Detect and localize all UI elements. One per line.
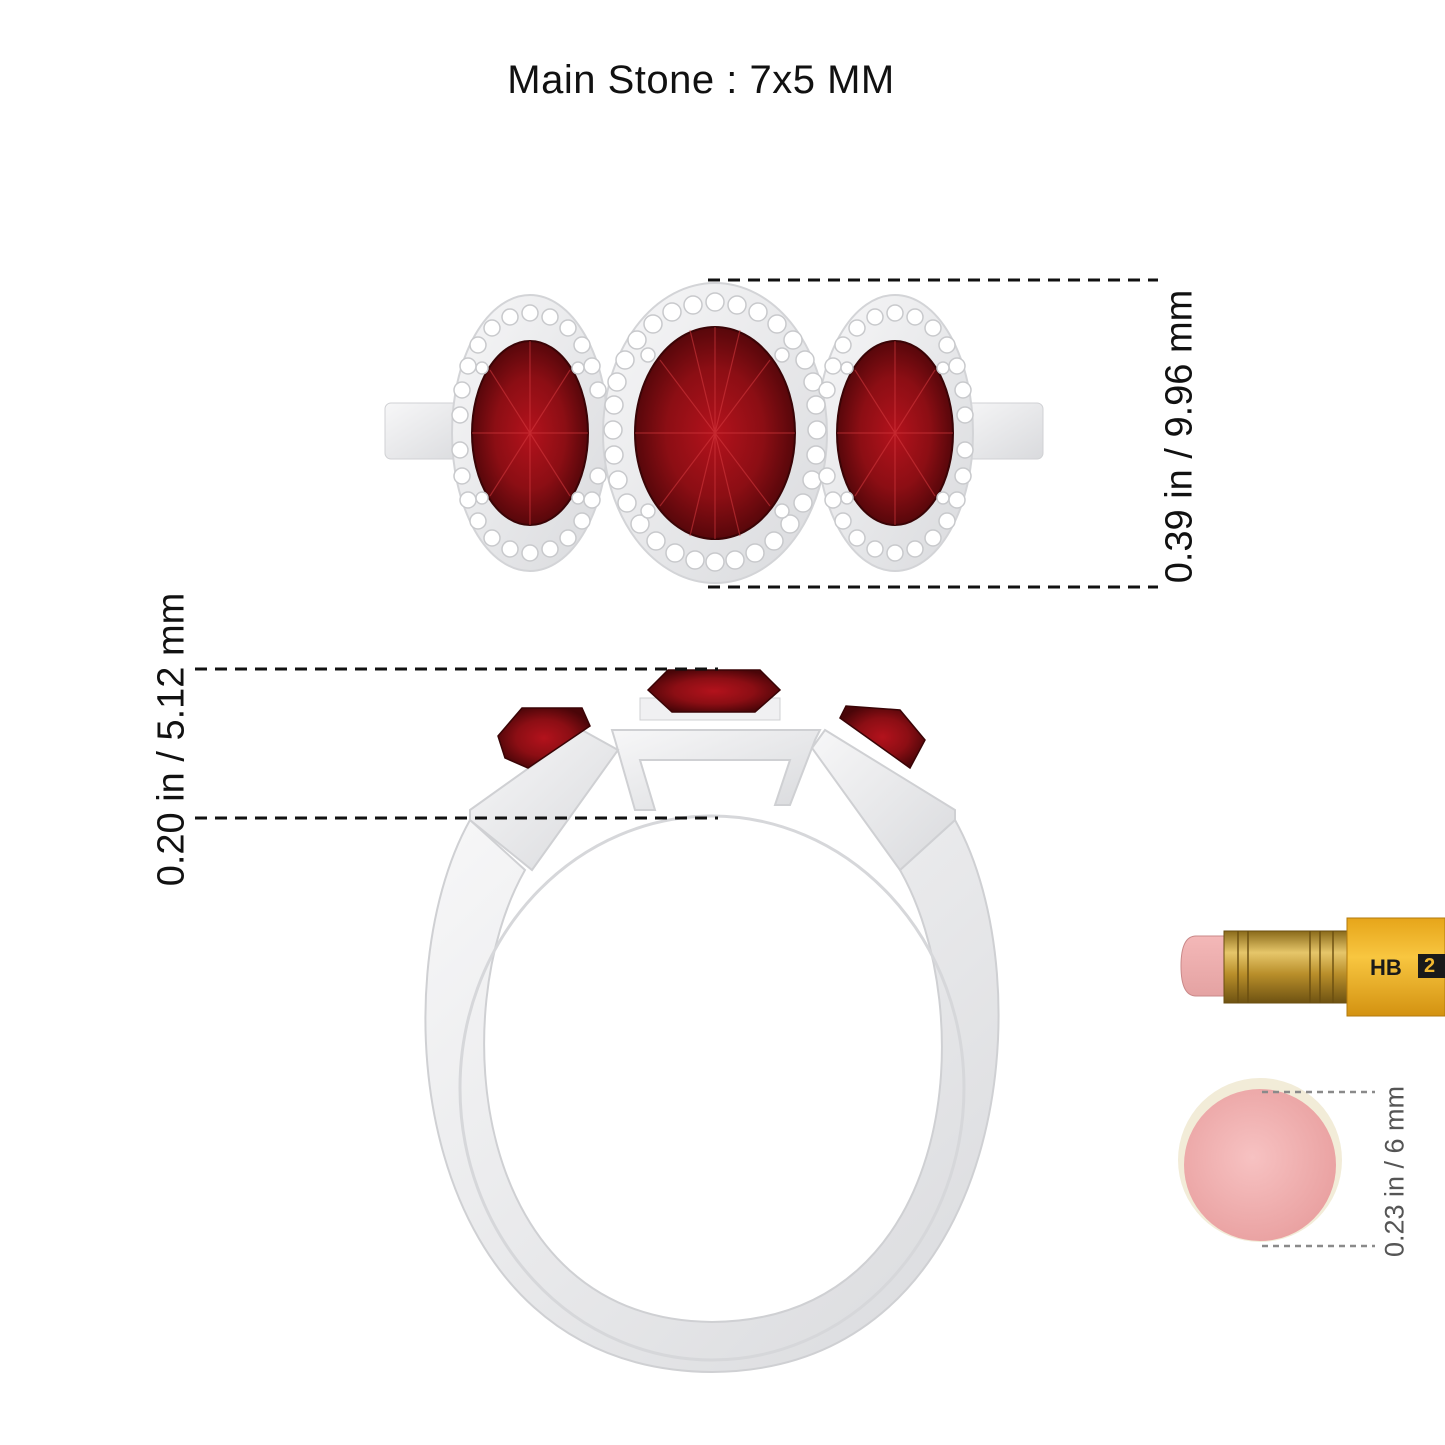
pencil bbox=[1180, 917, 1445, 1017]
eraser-face bbox=[1184, 1089, 1336, 1241]
side-height-label: 0.20 in / 5.12 mm bbox=[150, 592, 193, 887]
ring-band bbox=[424, 818, 1000, 1374]
center-gallery bbox=[610, 729, 822, 811]
ring-top-view bbox=[384, 282, 1044, 584]
halo-diamonds bbox=[451, 292, 974, 572]
pencil-eraser bbox=[1180, 935, 1227, 997]
top-dimension-lines bbox=[708, 278, 1158, 589]
eraser-diameter-label: 0.23 in / 6 mm bbox=[1379, 1085, 1410, 1258]
prongs bbox=[475, 347, 950, 519]
eraser-dimension-lines bbox=[1262, 1090, 1375, 1248]
eraser-top-view bbox=[1178, 1078, 1342, 1242]
top-height-label: 0.39 in / 9.96 mm bbox=[1158, 289, 1201, 584]
side-dimension-lines bbox=[195, 667, 718, 820]
main-stone-title: Main Stone : 7x5 MM bbox=[507, 58, 895, 102]
left-stone-side bbox=[497, 707, 591, 769]
garnet-facets bbox=[472, 327, 953, 539]
pencil-number-box bbox=[1418, 954, 1445, 978]
ring-band-inner bbox=[458, 814, 966, 1362]
pencil-grade-label: HB bbox=[1370, 955, 1402, 980]
right-gallery bbox=[810, 728, 956, 872]
ring-side-view bbox=[424, 669, 1000, 1374]
right-stone-side bbox=[839, 705, 926, 770]
pencil-number-label: 2 bbox=[1424, 955, 1436, 977]
pencil-ferrule bbox=[1223, 930, 1349, 1004]
center-stone-side bbox=[646, 669, 782, 713]
